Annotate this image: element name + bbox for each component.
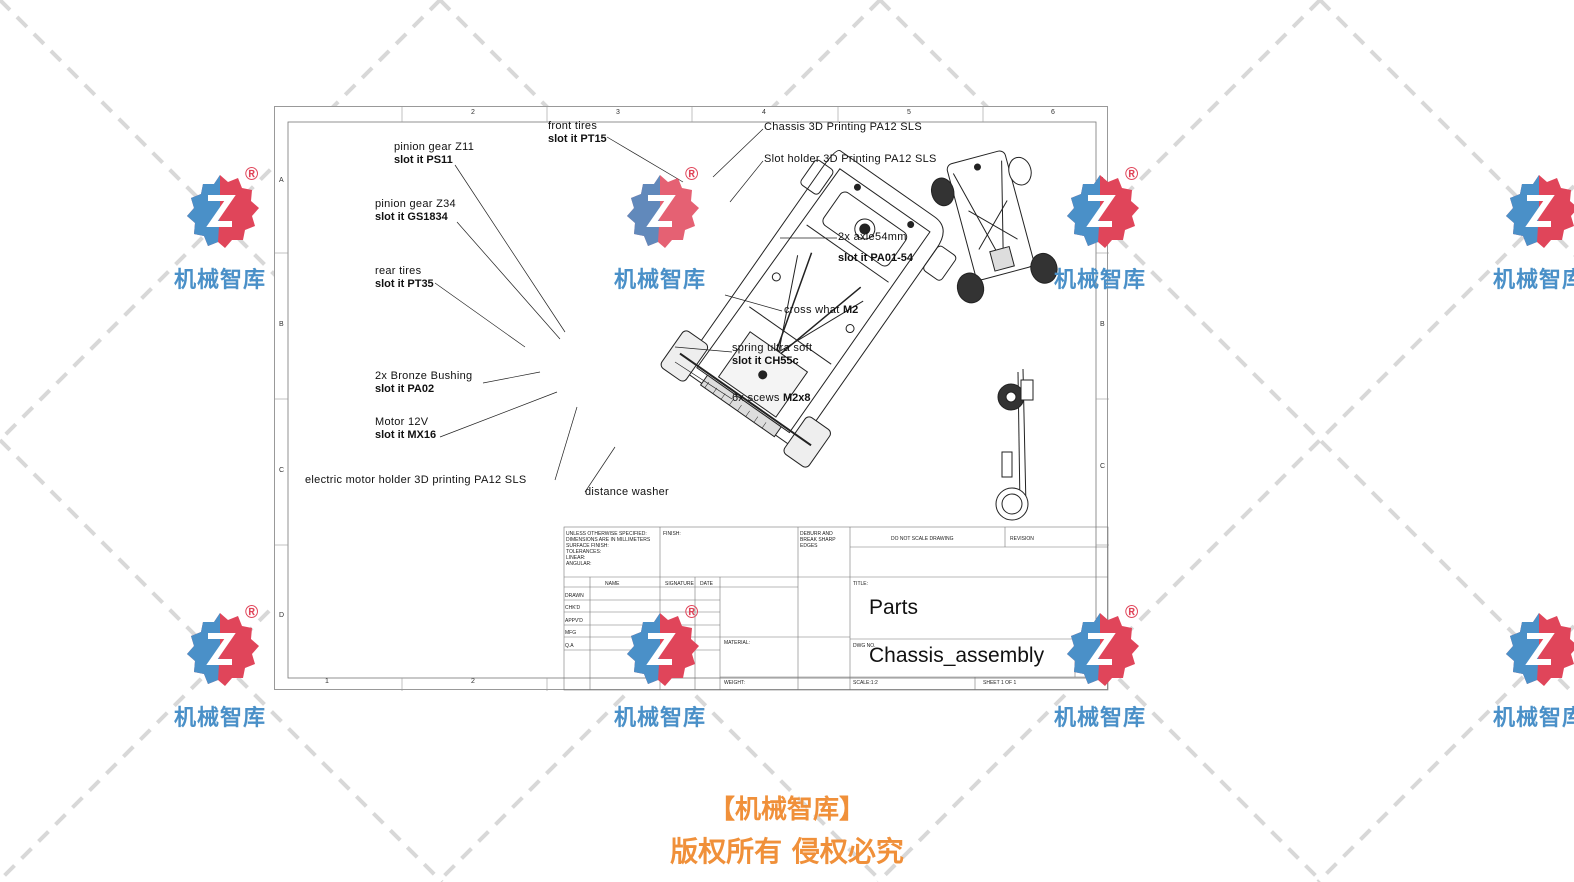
col-name: NAME [605,581,620,587]
zone-col-3: 3 [616,109,620,116]
col-signature: SIGNATURE [665,581,694,587]
finish-label: FINISH: [663,531,681,537]
weight-label: WEIGHT: [724,680,745,686]
drawing-number: Chassis_assembly [869,644,1045,667]
watermark-logo: ® 机械智库 [173,602,266,731]
title-block-grid [563,526,1109,691]
zone-col-4: 4 [762,109,766,116]
tolerance-note: UNLESS OTHERWISE SPECIFIED: DIMENSIONS A… [566,531,651,567]
gear-logo-icon [1506,175,1574,248]
drawing-title: Parts [869,596,919,619]
watermark-logo: 机械智库 [1484,608,1574,738]
col-date: DATE [700,581,713,587]
zone-col-bottom-2: 2 [471,678,475,685]
row-drawn: DRAWN [565,593,584,599]
material-label: MATERIAL: [724,640,751,646]
dwg-no-label: DWG NO. [853,643,876,649]
gear-logo-icon [1067,613,1139,686]
zone-row-b-right: B [1100,321,1105,328]
scale-label: SCALE:1:2 [853,680,878,686]
watermark-logo: ® 机械智库 [613,164,706,293]
title-label: TITLE: [853,581,869,587]
zone-col-5: 5 [907,109,911,116]
do-not-scale-label: DO NOT SCALE DRAWING [891,536,954,542]
row-approved: APPV'D [565,618,583,624]
watermark-logo: 机械智库 [1484,170,1574,300]
copyright-rights: 版权所有 侵权必究 [670,835,904,868]
row-qa: Q.A [565,643,574,649]
gear-logo-icon [1506,613,1574,686]
callout-washer: distance washer [585,486,669,498]
callout-cross-what: cross what M2 [784,304,859,316]
gear-logo-icon [187,175,259,248]
revision-label: REVISION [1010,536,1034,542]
technical-drawing [275,107,1109,691]
watermark-logo: ® 机械智库 [1053,164,1146,293]
watermark-logo: ® 机械智库 [1053,602,1146,731]
zone-col-6: 6 [1051,109,1055,116]
callout-motor-holder: electric motor holder 3D printing PA12 S… [305,474,527,486]
deburr-note: DEBURR AND BREAK SHARP EDGES [800,531,836,549]
zone-col-2: 2 [471,109,475,116]
zone-row-b: B [279,321,284,328]
zone-col-bottom-1: 1 [325,678,329,685]
chassis-main-view [660,149,957,468]
gear-logo-icon [1067,175,1139,248]
drawing-sheet: 2 3 4 5 6 1 2 A B C D A B C pinion gear … [274,106,1109,691]
watermark-logo: ® 机械智库 [173,164,266,293]
callout-screws: 6x scews M2x8 [732,392,811,404]
zone-row-c-right: C [1100,463,1106,470]
zone-row-d: D [279,612,285,619]
row-checked: CHK'D [565,605,581,611]
gear-logo-icon [187,613,259,686]
gear-logo-icon [627,175,699,248]
callout-chassis: Chassis 3D Printing PA12 SLS [764,121,922,133]
chassis-iso-view [930,150,1058,304]
copyright-brand: 【机械智库】 [708,795,865,825]
copyright-notice: 【机械智库】 版权所有 侵权必究 [0,790,1574,874]
gear-logo-icon [627,613,699,686]
zone-row-c: C [279,467,285,474]
callout-slot-holder: Slot holder 3D Printing PA12 SLS [764,153,937,165]
chassis-side-view [995,368,1034,521]
watermark-logo: ® 机械智库 [613,602,706,731]
row-mfg: MFG [565,630,577,636]
zone-row-a: A [279,177,284,184]
sheet-count: SHEET 1 OF 1 [983,680,1017,686]
